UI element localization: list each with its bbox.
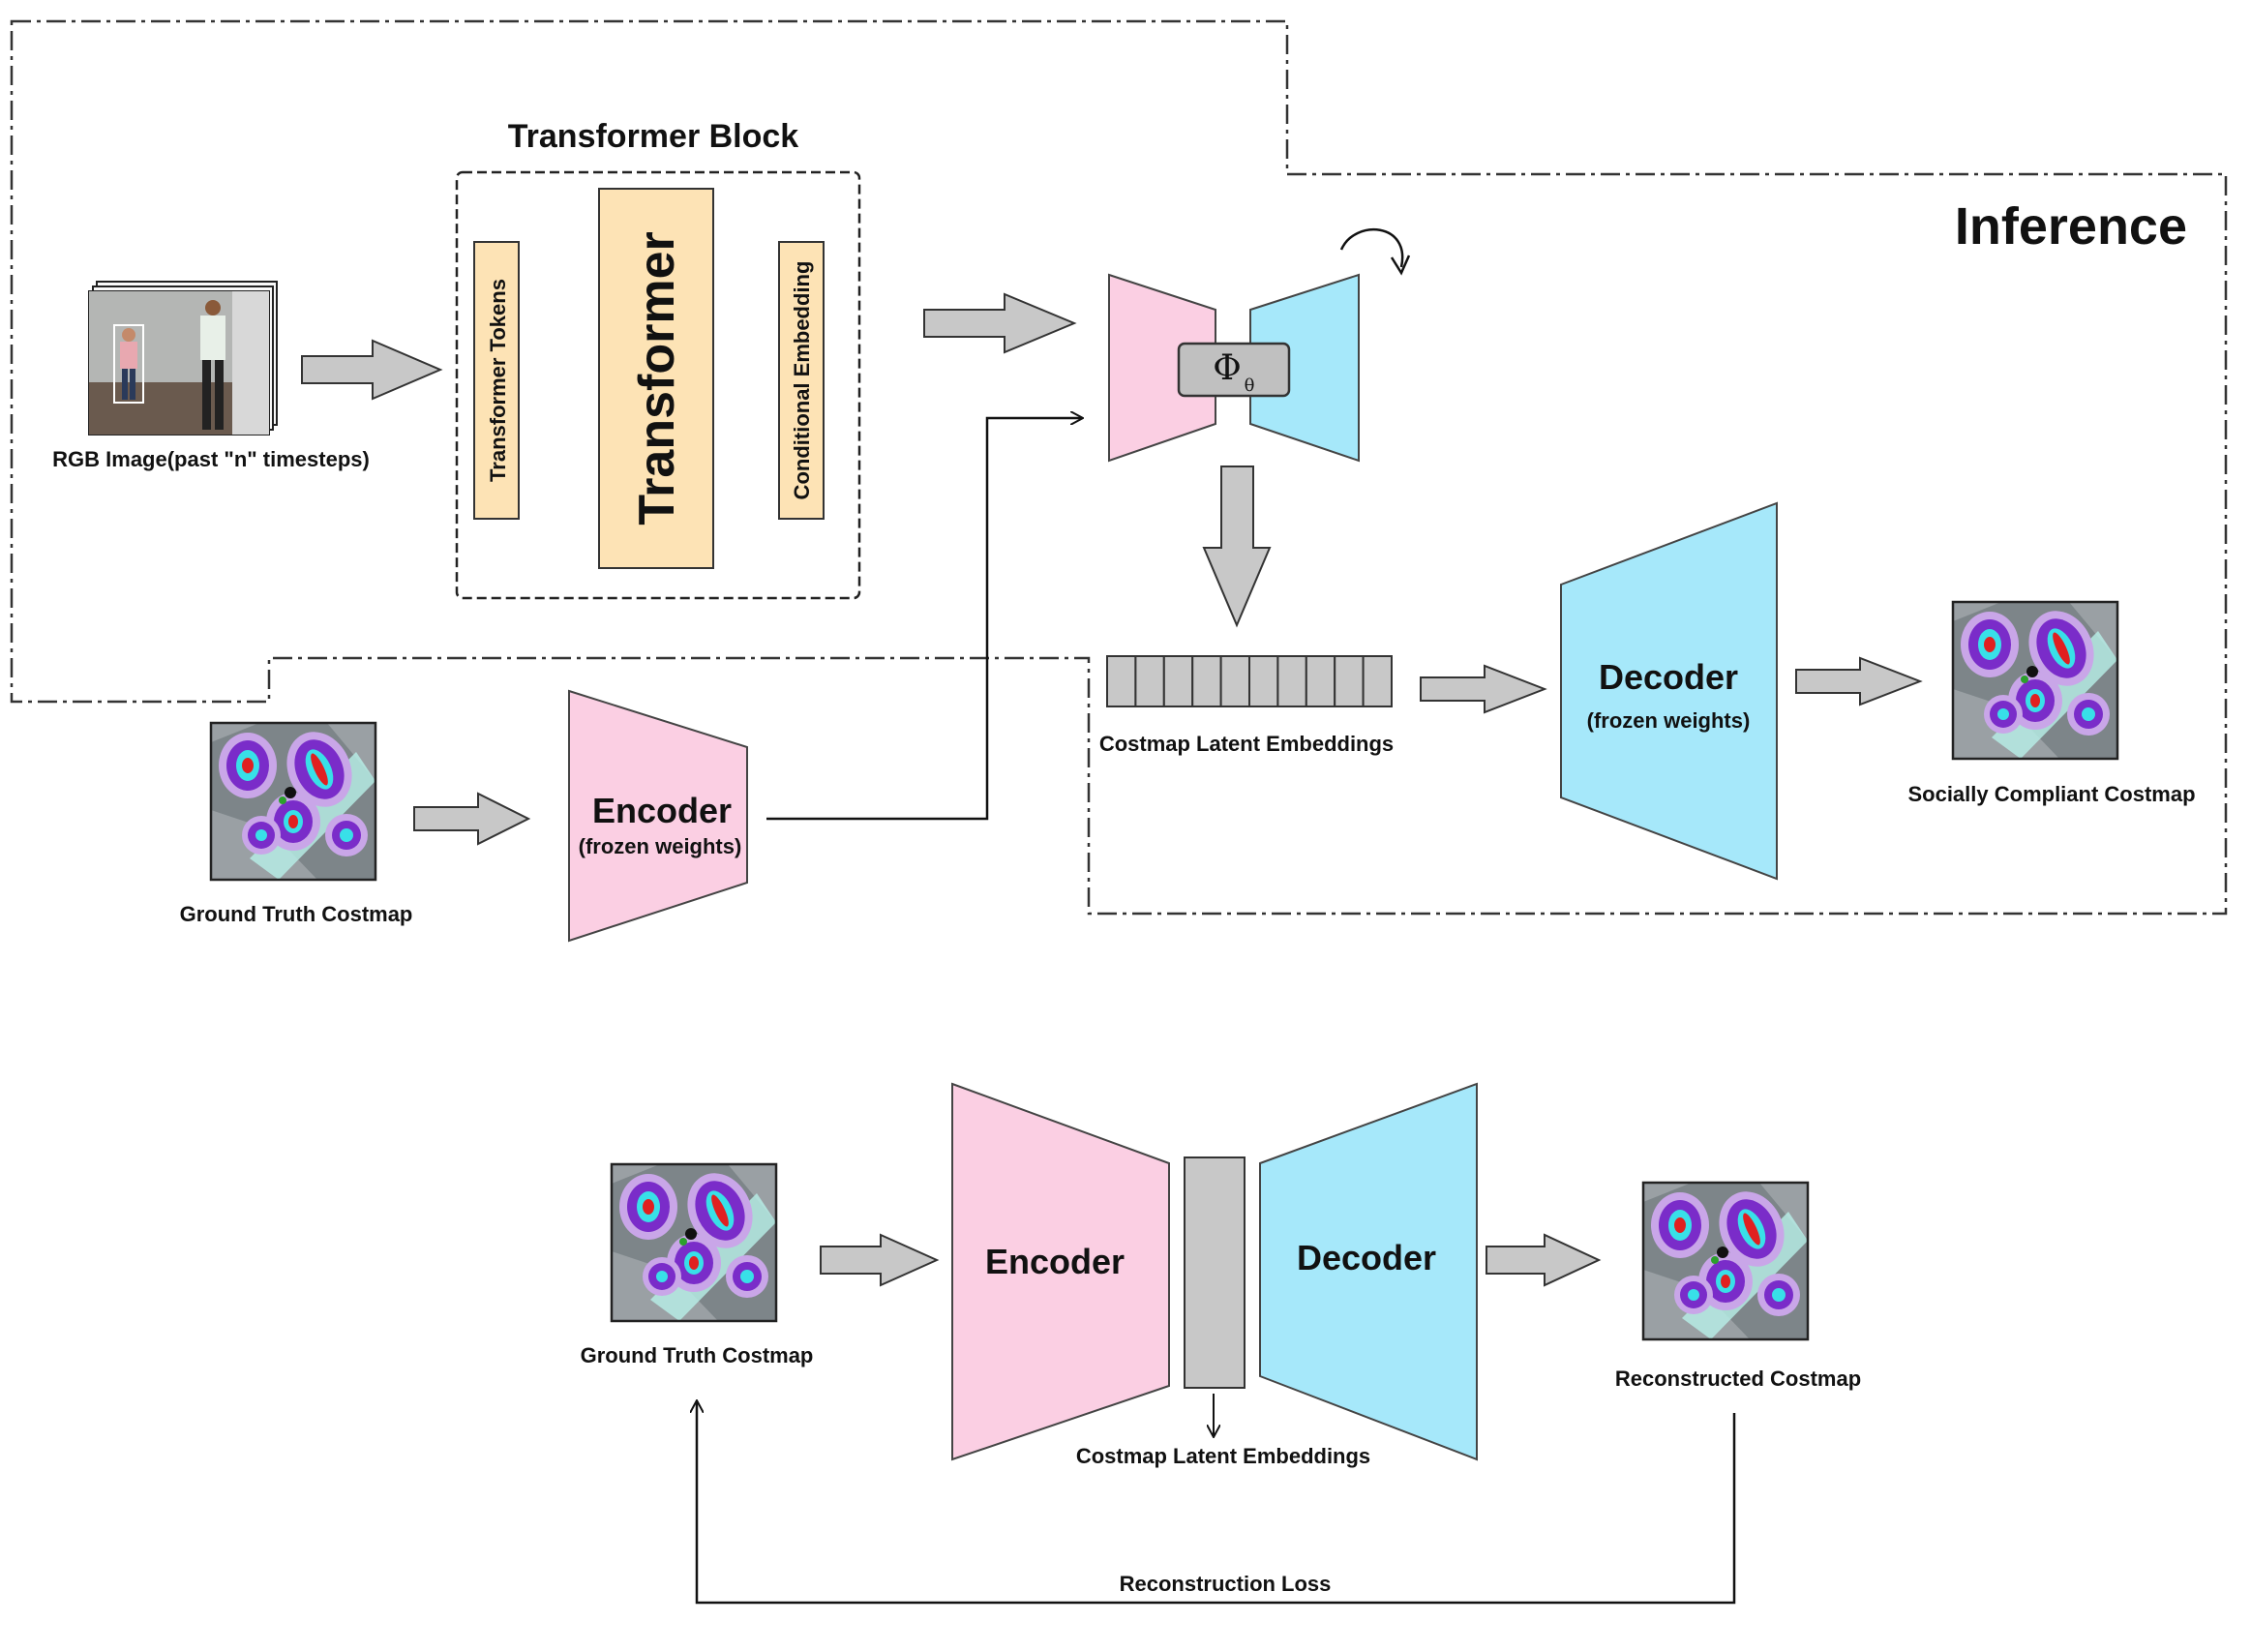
encoder-training	[951, 1082, 1170, 1461]
latent-cell	[1248, 655, 1279, 707]
latent-cell	[1276, 655, 1307, 707]
conditional-embedding-label: Conditional Embedding	[790, 261, 814, 500]
transformer-tokens-label: Transformer Tokens	[486, 279, 510, 482]
socially-compliant-costmap-image	[1951, 600, 2119, 761]
rgb-image-stack	[88, 281, 278, 436]
ground-truth-costmap-image-inference	[209, 721, 377, 882]
transformer-label: Transformer	[629, 231, 685, 525]
phi-encoder-half	[1108, 273, 1216, 463]
costmap-latent-embeddings	[1106, 655, 1393, 707]
encoder-inference-sub: (frozen weights)	[579, 834, 742, 858]
block-arrow-train-decoder-to-output	[1486, 1233, 1602, 1287]
block-arrow-transformer-to-phi	[923, 292, 1077, 354]
block-arrow-latent-to-decoder	[1420, 664, 1547, 714]
transformer-bar	[598, 188, 714, 569]
latent-cell	[1305, 655, 1336, 707]
transformer-tokens-bar	[473, 241, 520, 520]
latent-cell	[1219, 655, 1250, 707]
gt-caption-inference: Ground Truth Costmap	[180, 902, 413, 926]
latent-caption-training: Costmap Latent Embeddings	[1076, 1444, 1370, 1468]
gt-caption-training: Ground Truth Costmap	[581, 1343, 814, 1367]
block-arrow-decoder-to-output	[1795, 656, 1923, 706]
block-arrow-phi-to-latent	[1202, 466, 1272, 628]
latent-cell	[1191, 655, 1222, 707]
latent-cell	[1362, 655, 1393, 707]
phi-module	[1177, 342, 1291, 398]
decoder-inference-title: Decoder	[1599, 657, 1738, 697]
trainable-rotate-icon	[1339, 227, 1404, 268]
reconstruction-loss-loop	[697, 1401, 1736, 1605]
latent-bar-training	[1184, 1156, 1246, 1389]
connector-encoder-to-phi	[766, 418, 1082, 821]
transformer-block-frame	[455, 170, 861, 600]
person-bounding-box	[113, 324, 144, 404]
output-caption-inference: Socially Compliant Costmap	[1907, 782, 2195, 806]
phi-symbol: Φ	[1213, 348, 1242, 388]
latent-caption-inference: Costmap Latent Embeddings	[1099, 732, 1394, 756]
block-arrow-rgb-to-transformer	[301, 339, 443, 401]
reconstructed-caption: Reconstructed Costmap	[1615, 1367, 1861, 1391]
rgb-image-caption: RGB Image(past "n" timesteps)	[52, 447, 370, 471]
encoder-inference	[568, 689, 748, 943]
latent-cell	[1334, 655, 1365, 707]
phi-subscript: θ	[1245, 375, 1255, 396]
reconstruction-loss-caption: Reconstruction Loss	[1120, 1572, 1332, 1596]
latent-cell	[1162, 655, 1194, 707]
encoder-training-title: Encoder	[985, 1242, 1125, 1281]
conditional-embedding-bar	[778, 241, 825, 520]
encoder-inference-title: Encoder	[592, 791, 732, 830]
latent-cell	[1106, 655, 1137, 707]
reconstructed-costmap-image	[1641, 1181, 1810, 1341]
block-arrow-gt-to-encoder	[413, 792, 531, 846]
inference-title: Inference	[1955, 197, 2187, 255]
decoder-training-title: Decoder	[1297, 1238, 1436, 1277]
decoder-training	[1259, 1082, 1478, 1461]
ground-truth-costmap-image-training	[610, 1162, 778, 1323]
block-arrow-train-gt-to-encoder	[820, 1233, 940, 1287]
decoder-inference-sub: (frozen weights)	[1587, 708, 1751, 733]
inference-boundary	[10, 19, 2228, 916]
transformer-block-title: Transformer Block	[508, 118, 799, 155]
decoder-inference	[1560, 501, 1778, 881]
latent-cell	[1134, 655, 1165, 707]
